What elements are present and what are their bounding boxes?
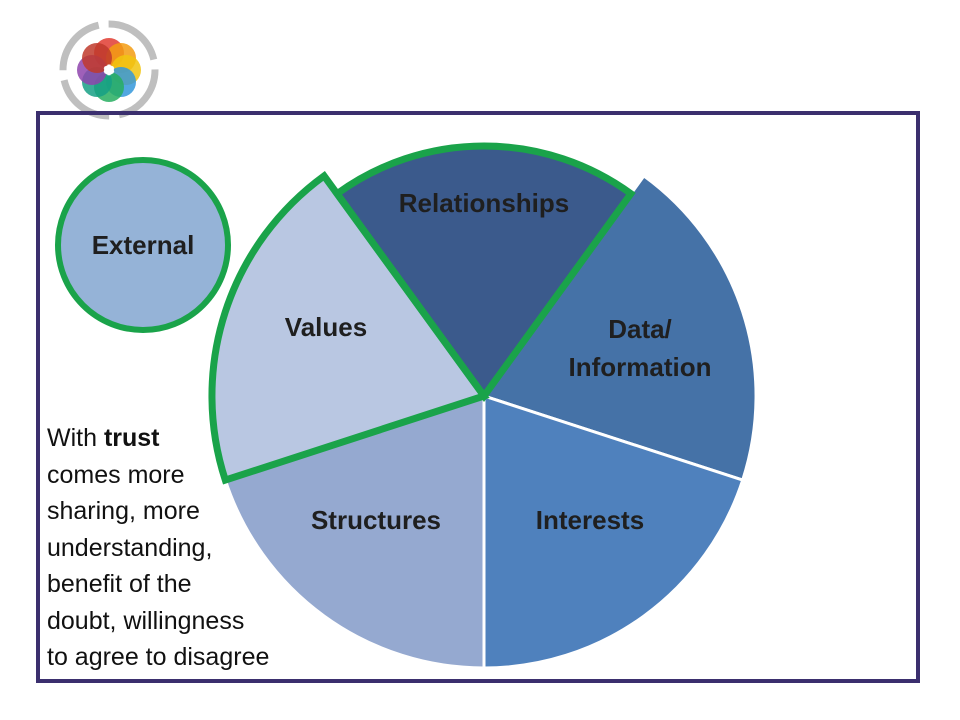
pie-label-structures: Structures: [311, 505, 441, 535]
trust-caption-line: comes more: [47, 460, 185, 489]
trust-caption-line: to agree to disagree: [47, 643, 270, 671]
highlight-outline-relationships: [332, 142, 636, 402]
logo-petal: [82, 43, 112, 73]
pie-label-line: Values: [285, 312, 367, 342]
highlight-outline-values: [208, 171, 490, 485]
trust-caption-line: doubt, willingness: [47, 606, 245, 635]
pie-slice-structures: [223, 393, 486, 670]
trust-caption-line: understanding,: [47, 533, 213, 562]
pie-label-values: Values: [285, 312, 367, 342]
trust-prefix: With: [47, 424, 104, 452]
external-label: External: [91, 229, 195, 260]
svg-text:✱: ✱: [103, 62, 115, 78]
pie-label-line: Relationships: [399, 188, 569, 218]
trust-bold-word: trust: [103, 424, 160, 452]
trust-caption-line: sharing, more: [47, 497, 200, 525]
trust-caption: With trust comes more sharing, more unde…: [47, 420, 337, 676]
pie-label-line: Interests: [536, 505, 644, 535]
pie-slice-data-information: [481, 173, 758, 482]
pie-label-line: Information: [569, 352, 712, 382]
pie-label-line: Data/: [608, 314, 672, 344]
pie-slice-interests: [482, 393, 745, 670]
pie-label-relationships: Relationships: [399, 188, 569, 218]
pie-label-interests: Interests: [536, 505, 644, 535]
external-circle: External: [55, 157, 231, 333]
pie-label-line: Structures: [311, 505, 441, 535]
trust-caption-line: benefit of the: [47, 570, 192, 598]
flower-logo: ✱: [59, 20, 159, 120]
content-frame: [36, 111, 920, 683]
pie-label-data-information: Data/Information: [569, 314, 712, 382]
trust-caption-line-0: With trust: [47, 420, 337, 457]
